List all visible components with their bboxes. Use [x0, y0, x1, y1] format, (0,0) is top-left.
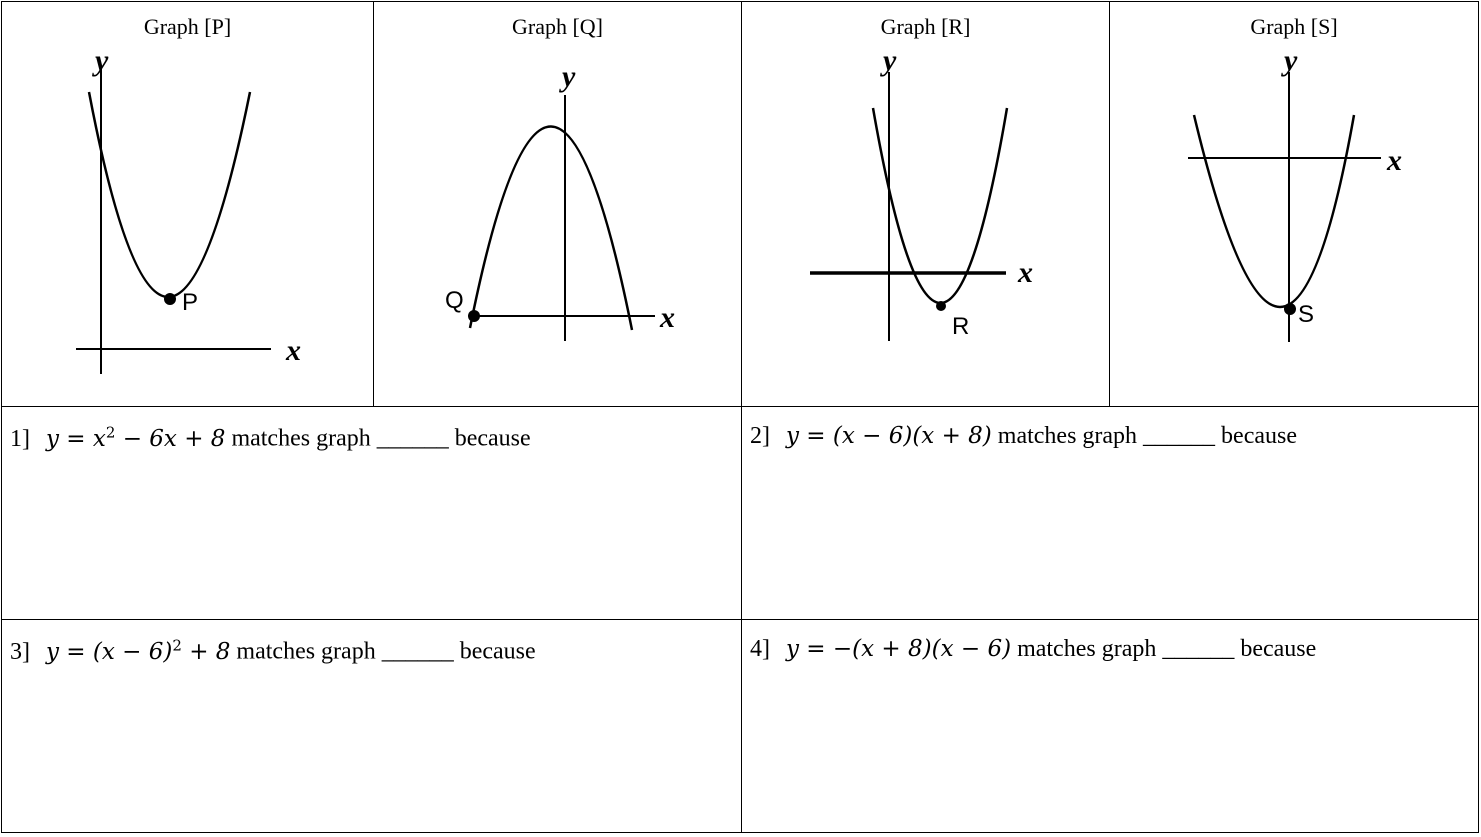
question-4: 4] y = −(x + 8)(x − 6) matches graph ___…	[742, 620, 1478, 663]
graph-q-plot: Q y x	[445, 60, 675, 341]
graph-q-parabola	[468, 125, 634, 331]
graph-r-x-label: x	[1017, 256, 1033, 289]
graph-p-plot: P y x	[76, 44, 301, 374]
question-1-equation: y = x2 − 6x + 8	[46, 423, 226, 452]
graph-s-y-label: y	[1281, 44, 1298, 77]
graph-s-x-label: x	[1386, 144, 1402, 177]
graph-r-point-label: R	[952, 313, 969, 340]
question-1-text: matches graph ______ because	[231, 425, 531, 452]
graph-p-parabola	[87, 91, 252, 298]
question-cell-2[interactable]: 2] y = (x − 6)(x + 8) matches graph ____…	[741, 406, 1479, 620]
graph-p-y-label: y	[92, 44, 109, 77]
graph-title-p: Graph [P]	[143, 14, 232, 39]
graph-title-s: Graph [S]	[1250, 14, 1338, 39]
question-2-equation: y = (x − 6)(x + 8)	[786, 423, 992, 449]
graph-cell-q: Graph [Q] Q y x	[373, 1, 742, 407]
graph-p-point-label: P	[182, 289, 198, 316]
question-1: 1] y = x2 − 6x + 8 matches graph ______ …	[2, 407, 741, 453]
graph-q-point-dot	[468, 310, 480, 322]
question-4-number: 4]	[750, 636, 770, 662]
graph-p-vertex-dot	[164, 293, 176, 305]
question-1-number: 1]	[10, 425, 30, 452]
graph-s-point-label: S	[1298, 301, 1314, 328]
graph-title-r: Graph [R]	[880, 14, 971, 39]
question-3-number: 3]	[10, 638, 30, 665]
graph-s-parabola	[1192, 114, 1356, 308]
graph-q-y-label: y	[559, 60, 576, 93]
graph-p-x-label: x	[285, 334, 301, 367]
question-4-equation: y = −(x + 8)(x − 6)	[786, 636, 1012, 662]
question-cell-4[interactable]: 4] y = −(x + 8)(x − 6) matches graph ___…	[741, 619, 1479, 833]
question-4-text: matches graph ______ because	[1017, 636, 1317, 662]
question-cell-3[interactable]: 3] y = (x − 6)2 + 8 matches graph ______…	[1, 619, 742, 833]
graph-cell-s: Graph [S] S y x	[1109, 1, 1479, 407]
question-3-text: matches graph ______ because	[236, 638, 536, 665]
graph-q-x-label: x	[659, 301, 675, 334]
question-3-equation: y = (x − 6)2 + 8	[46, 636, 231, 665]
graph-r-y-label: y	[880, 44, 897, 77]
graph-q-point-label: Q	[445, 287, 464, 314]
question-2-number: 2]	[750, 423, 770, 449]
graph-title-q: Graph [Q]	[511, 14, 604, 39]
graph-r-plot: R y x	[810, 44, 1033, 341]
question-cell-1[interactable]: 1] y = x2 − 6x + 8 matches graph ______ …	[1, 406, 742, 620]
graph-s-plot: S y x	[1188, 44, 1402, 342]
graph-cell-r: Graph [R] R y x	[741, 1, 1110, 407]
graph-cell-p: Graph [P] P y x	[1, 1, 374, 407]
graph-r-vertex-dot	[936, 301, 946, 311]
question-2: 2] y = (x − 6)(x + 8) matches graph ____…	[742, 407, 1478, 450]
question-3: 3] y = (x − 6)2 + 8 matches graph ______…	[2, 620, 741, 666]
question-2-text: matches graph ______ because	[997, 423, 1298, 449]
graph-s-vertex-dot	[1284, 303, 1296, 315]
